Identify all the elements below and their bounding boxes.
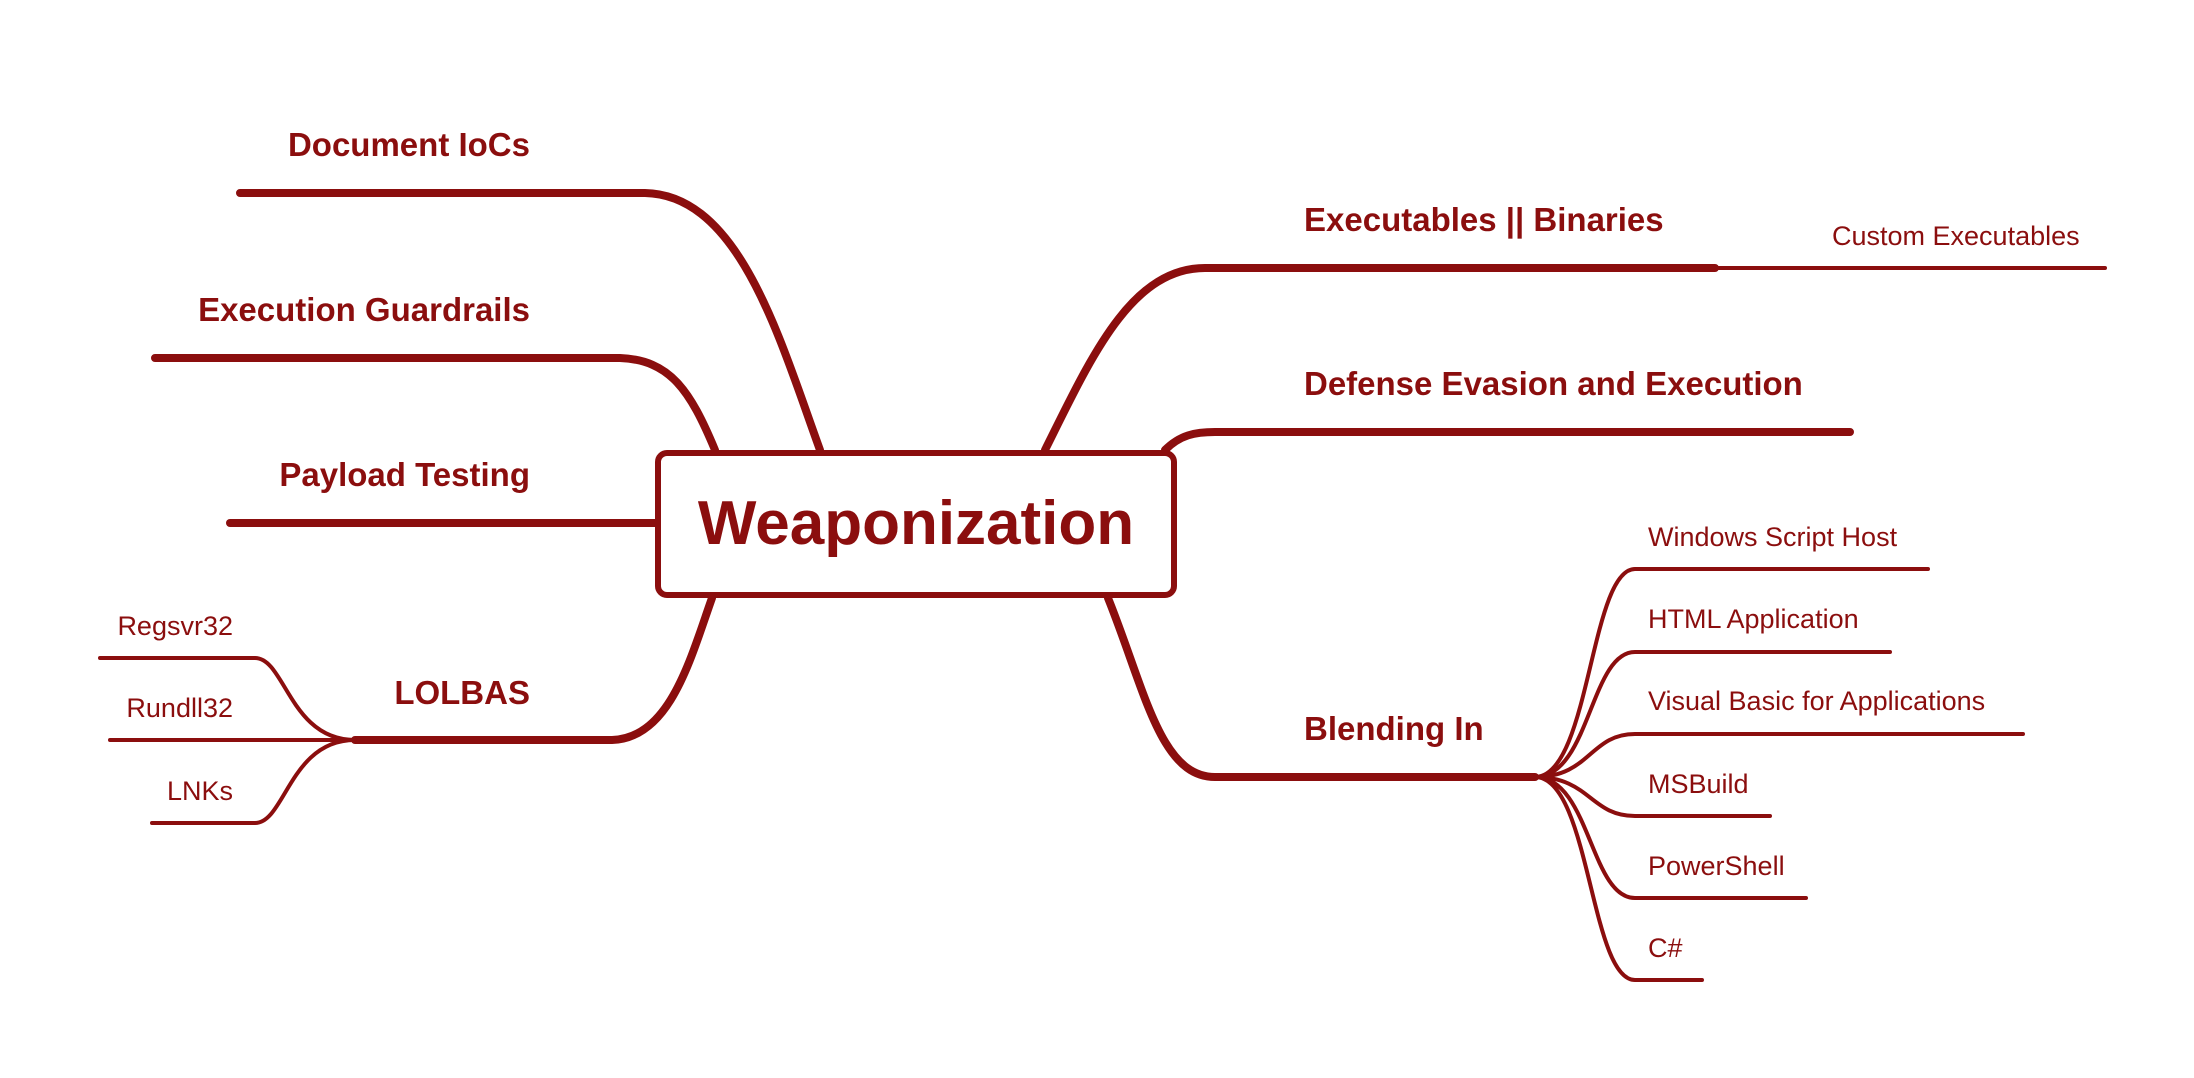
node-blending-in: Blending In [1304, 710, 1484, 747]
node-execution-guardrails: Execution Guardrails [198, 291, 530, 328]
edge-executables-binaries [1041, 264, 1719, 454]
edge-powershell [1533, 775, 1808, 900]
edge-html-application [1533, 650, 1892, 779]
node-powershell: PowerShell [1648, 851, 1785, 881]
edge-csharp [1533, 775, 1704, 982]
edge-document-iocs [236, 189, 824, 454]
node-rundll32: Rundll32 [126, 693, 233, 723]
edge-lolbas-lnks [150, 738, 357, 825]
root-node-label: Weaponization [697, 489, 1135, 558]
node-regsvr32: Regsvr32 [117, 611, 233, 641]
node-executables-binaries: Executables || Binaries [1304, 201, 1664, 238]
node-defense-evasion: Defense Evasion and Execution [1304, 365, 1803, 402]
node-msbuild: MSBuild [1648, 769, 1749, 799]
node-csharp: C# [1648, 933, 1683, 963]
node-visual-basic: Visual Basic for Applications [1648, 686, 1986, 716]
edge-lolbas-regsvr32 [98, 656, 357, 742]
edge-execution-guardrails [151, 354, 719, 454]
node-windows-script-host: Windows Script Host [1648, 522, 1898, 552]
edge-lolbas [351, 594, 716, 744]
edge-blending-in [1104, 594, 1539, 781]
node-custom-executables: Custom Executables [1832, 221, 2080, 251]
node-lolbas: LOLBAS [394, 674, 530, 711]
node-payload-testing: Payload Testing [279, 456, 530, 493]
edge-msbuild [1533, 775, 1772, 818]
node-document-iocs: Document IoCs [287, 126, 530, 163]
edge-defense-evasion [1161, 428, 1854, 454]
root-node: Weaponization [655, 450, 1177, 598]
edge-windows-script-host [1533, 567, 1930, 779]
node-html-application: HTML Application [1648, 604, 1859, 634]
edge-visual-basic [1533, 732, 2025, 779]
node-lnks: LNKs [166, 776, 233, 806]
